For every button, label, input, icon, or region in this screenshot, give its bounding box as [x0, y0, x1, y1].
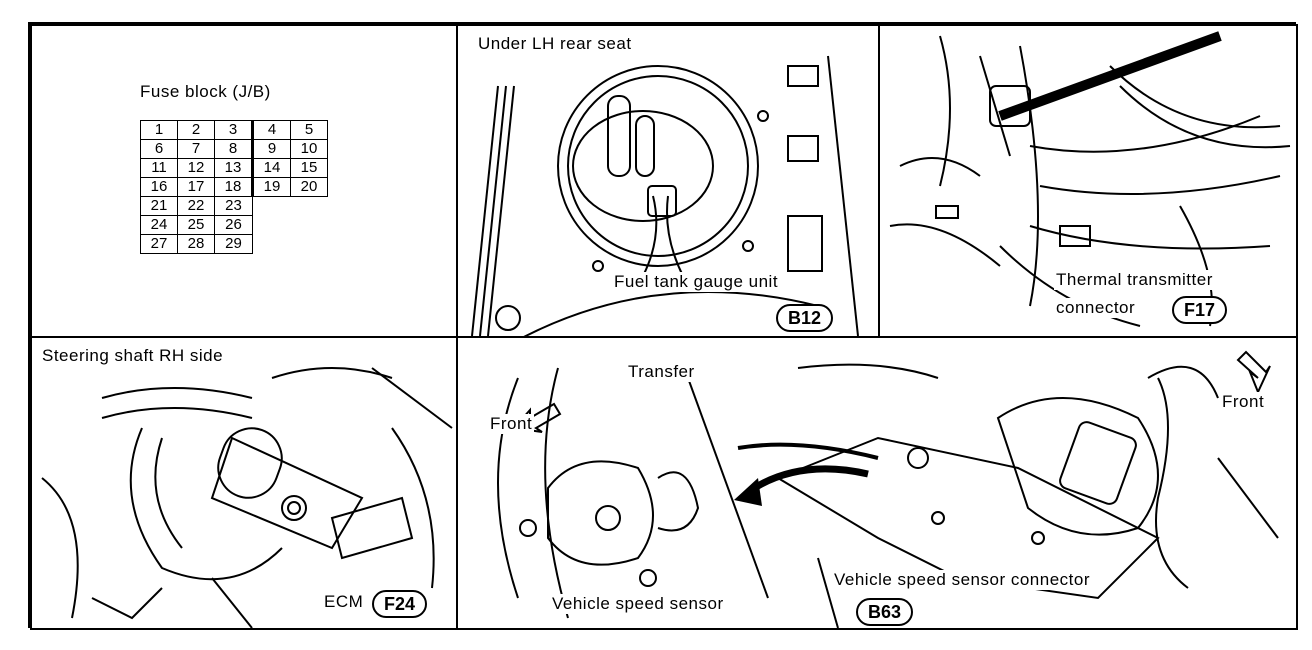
fuse-cell: 4 [251, 120, 291, 140]
f17-badge: F17 [1172, 296, 1228, 324]
fuse-cell: 17 [177, 177, 215, 197]
fuel-tank-panel: Under LH rear seat Fuel tank gauge unit … [456, 24, 880, 338]
thermal-label-line2: connector [1054, 298, 1138, 318]
fuse-cell: 16 [140, 177, 178, 197]
front-right-label: Front [1220, 392, 1267, 412]
fuse-cell: 3 [214, 120, 253, 140]
speed-sensor-label: Vehicle speed sensor [550, 594, 726, 614]
fuse-cell: 9 [251, 139, 291, 159]
fuse-cell: 10 [290, 139, 328, 159]
fuse-cell: 15 [290, 158, 328, 178]
ecm-location: Steering shaft RH side [40, 346, 226, 366]
b12-badge: B12 [776, 304, 834, 332]
fuse-cell: 25 [177, 215, 215, 235]
ecm-panel: Steering shaft RH side ECM F24 [30, 336, 458, 630]
fuse-cell: 5 [290, 120, 328, 140]
front-right-arrow-icon [1236, 350, 1271, 395]
fuse-cell: 19 [251, 177, 291, 197]
b63-badge: B63 [856, 598, 914, 626]
fuel-tank-illustration [471, 55, 859, 336]
arrow-icon [734, 465, 869, 506]
fuse-cell: 21 [140, 196, 178, 216]
fuel-tank-label: Fuel tank gauge unit [612, 272, 781, 292]
fuse-cell: 23 [214, 196, 253, 216]
fuse-cell: 18 [214, 177, 253, 197]
ecm-illustration [41, 367, 453, 628]
ecm-label: ECM [322, 592, 366, 612]
fuse-cell: 6 [140, 139, 178, 159]
fuse-cell: 14 [251, 158, 291, 178]
front-left-arrow-icon [512, 402, 562, 433]
fuse-cell: 27 [140, 234, 178, 254]
thermal-illustration [889, 31, 1291, 327]
fuse-cell: 22 [177, 196, 215, 216]
fuse-cell: 2 [177, 120, 215, 140]
speed-sensor-panel: Front Transfer Vehicle speed sensor Vehi… [456, 336, 1298, 630]
fuse-cell-empty [291, 235, 328, 254]
fuse-block-title: Fuse block (J/B) [138, 82, 273, 102]
transfer-label: Transfer [626, 362, 697, 382]
fuse-cell: 12 [177, 158, 215, 178]
fuse-cell-empty [291, 216, 328, 235]
fuse-cell: 7 [177, 139, 215, 159]
fuse-cell: 24 [140, 215, 178, 235]
fuse-cell: 1 [140, 120, 178, 140]
thermal-panel: Thermal transmitter connector F17 [878, 24, 1298, 338]
fuse-cell: 20 [290, 177, 328, 197]
fuse-cell: 8 [214, 139, 253, 159]
speed-sensor-illustration [497, 350, 1279, 628]
f24-badge: F24 [372, 590, 428, 618]
fuse-cell-empty [253, 235, 291, 254]
fuse-cell-empty [291, 197, 328, 216]
fuel-tank-location: Under LH rear seat [476, 34, 634, 54]
fuse-cell-empty [253, 197, 291, 216]
fuse-cell: 29 [214, 234, 253, 254]
front-left-label: Front [488, 414, 535, 434]
speed-sensor-connector-label: Vehicle speed sensor connector [832, 570, 1092, 590]
fuse-cell: 11 [140, 158, 178, 178]
fuse-cell: 13 [214, 158, 253, 178]
fuse-cell: 26 [214, 215, 253, 235]
fuse-cell-empty [253, 216, 291, 235]
fuse-cell: 28 [177, 234, 215, 254]
thermal-label-line1: Thermal transmitter [1054, 270, 1215, 290]
